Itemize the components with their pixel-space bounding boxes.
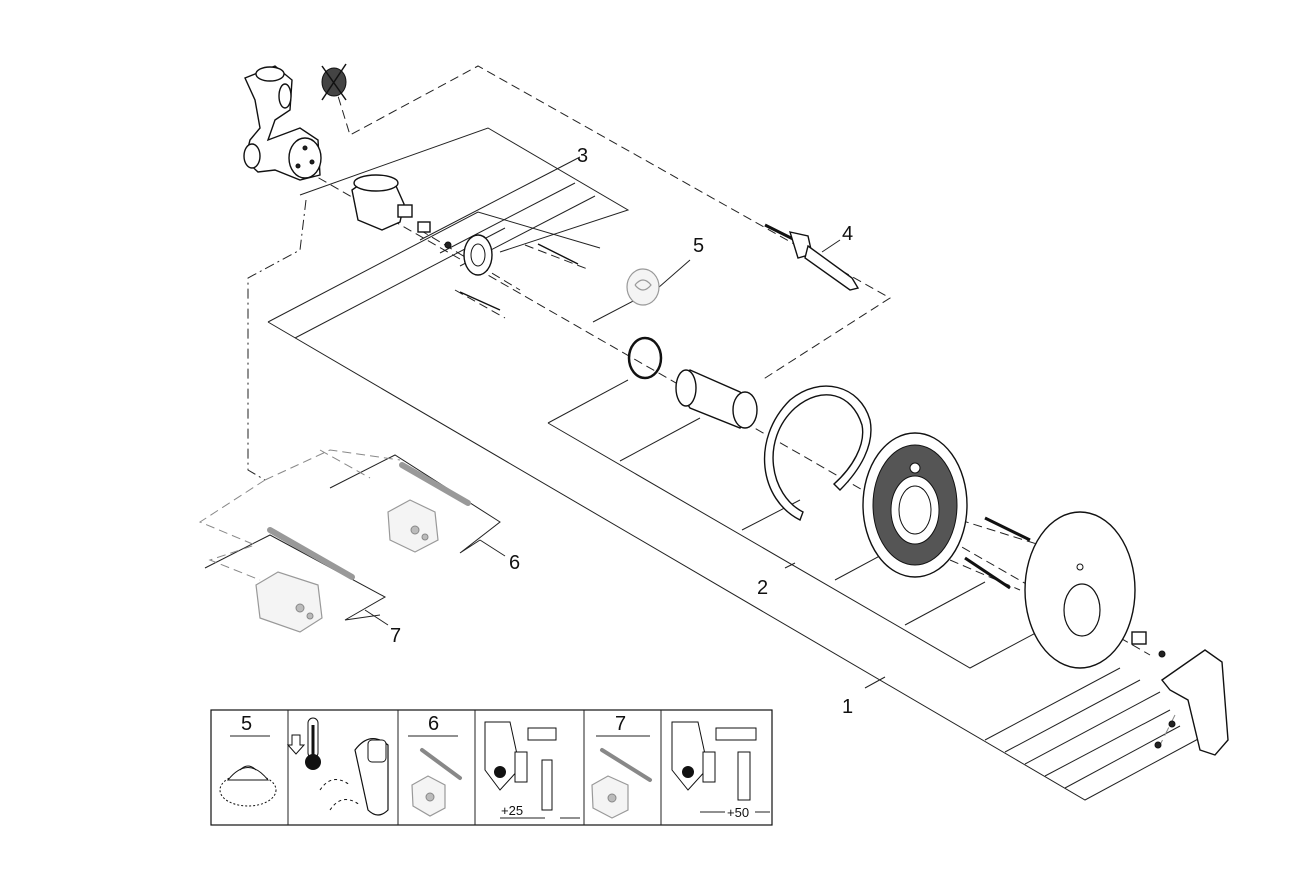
callout-4: 4 (842, 223, 853, 245)
callout-2: 2 (757, 577, 768, 599)
sleeve (675, 369, 758, 429)
cartridge-part-7 (255, 527, 355, 633)
dimension-plus-25: +25 (501, 803, 523, 818)
valve-body (243, 65, 322, 181)
legend-panel-7-label: 7 (615, 713, 626, 735)
callout-1: 1 (842, 696, 853, 718)
cartridge-part-6 (387, 462, 471, 553)
leader-lines (204, 127, 1201, 801)
callout-5: 5 (693, 235, 704, 257)
o-ring (627, 336, 663, 380)
spindle-part-4 (764, 223, 860, 291)
lever-handle (1131, 631, 1229, 756)
cover-plate (1024, 511, 1136, 669)
crossed-out-symbol (321, 63, 347, 101)
install-diagram-50: +50 (671, 721, 770, 820)
callouts: 1 2 3 4 5 6 7 (390, 145, 853, 718)
install-diagram-25: +25 (484, 721, 580, 819)
retaining-ring-part-2 (763, 385, 872, 521)
cap-part-5 (626, 268, 660, 306)
legend-strip: 5 6 +25 7 (210, 709, 773, 826)
legend-panel-5-label: 5 (241, 713, 252, 735)
mounting-plate (862, 432, 1031, 590)
callout-6: 6 (509, 552, 520, 574)
legend-panel-6-label: 6 (428, 713, 439, 735)
cartridge-part-3 (351, 174, 579, 311)
callout-7: 7 (390, 625, 401, 647)
callout-3: 3 (577, 145, 588, 167)
dimension-plus-50: +50 (727, 805, 749, 820)
